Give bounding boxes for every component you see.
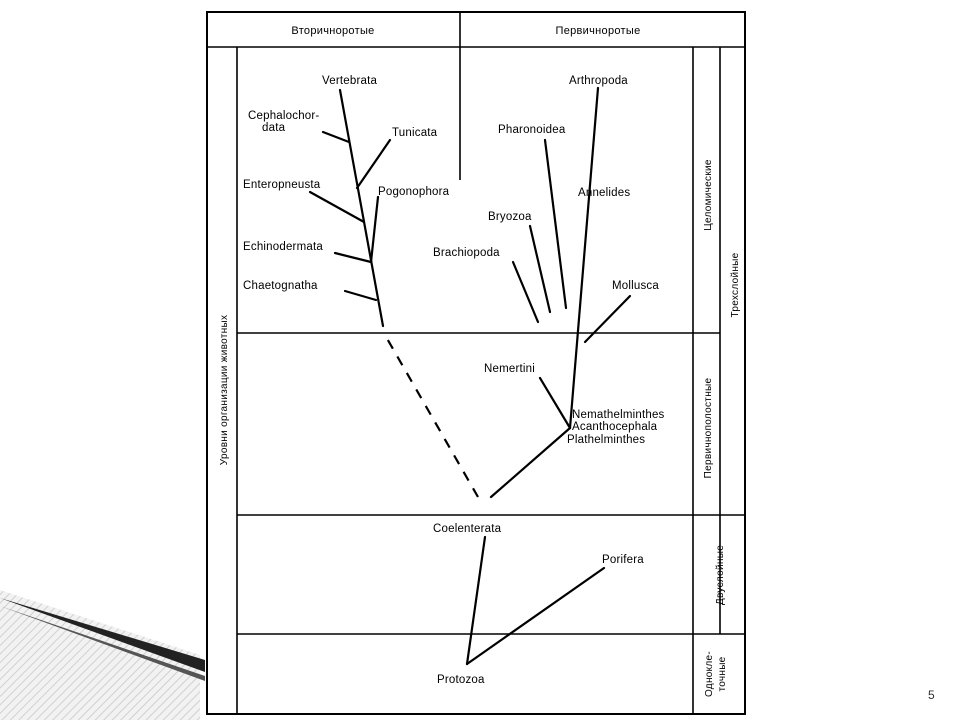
coelomic-label: Целомические [703, 159, 714, 231]
taxon-brachiopoda: Brachiopoda [433, 247, 500, 259]
taxon-plathelminthes: Plathelminthes [567, 434, 645, 446]
taxon-nemertini: Nemertini [484, 363, 535, 375]
nemertini-branch [538, 376, 572, 430]
taxon-nemathelminthes: Nemathelminthes [572, 409, 665, 421]
chaetognatha-branch [343, 289, 378, 302]
hatched-swoosh-shape [0, 590, 200, 720]
taxon-arthropoda: Arthropoda [569, 75, 628, 87]
bryozoa-branch [528, 224, 552, 314]
taxon-acanthocephala: Acanthocephala [572, 421, 658, 433]
taxon-protozoa: Protozoa [437, 674, 485, 686]
unicellular-label-line1: Однокле- [704, 651, 715, 697]
unicellular-label-line2: точные [717, 656, 728, 691]
taxon-cephalochordata-2: data [262, 122, 286, 134]
thin-swoosh-stripe [0, 606, 205, 681]
protozoa-coelenterata-branch [465, 535, 487, 666]
taxon-porifera: Porifera [602, 554, 644, 566]
mollusca-branch [583, 294, 632, 344]
taxon-coelenterata: Coelenterata [433, 523, 502, 535]
triploblastic-label: Трехслойные [730, 252, 741, 317]
taxon-vertebrata: Vertebrata [322, 75, 377, 87]
diagram-frame [206, 11, 746, 715]
protostome-base-branch [489, 426, 572, 499]
enteropneusta-branch [308, 190, 366, 224]
cephalochordata-branch [321, 130, 351, 144]
deuterostomia-header: Вторичноротые [291, 25, 374, 37]
protozoa-porifera-branch [465, 566, 606, 666]
taxon-phoronoidea: Pharonoidea [498, 124, 566, 136]
taxon-tunicata: Tunicata [392, 127, 438, 139]
taxon-pogonophora: Pogonophora [378, 186, 450, 198]
deuterostome-dashed-link [384, 334, 479, 498]
dark-swoosh-stripe [0, 598, 205, 672]
taxon-echinodermata: Echinodermata [243, 241, 323, 253]
pseudocoel-label: Первичнополостные [703, 378, 714, 479]
echinodermata-branch [333, 251, 373, 264]
taxon-enteropneusta: Enteropneusta [243, 179, 321, 191]
brachiopoda-branch [511, 260, 540, 324]
axis-label: Уровни организации животных [219, 315, 230, 465]
page-number: 5 [928, 688, 935, 702]
taxon-cephalochordata-1: Cephalochor- [248, 110, 319, 122]
pogonophora-branch [369, 195, 380, 264]
taxon-annelides: Annelides [578, 187, 630, 199]
taxon-bryozoa: Bryozoa [488, 211, 532, 223]
deuterostome-trunk [338, 88, 385, 328]
protostomia-header: Первичноротые [555, 25, 640, 37]
diploblastic-label: Двуслойные [715, 545, 726, 605]
phoronoidea-branch [543, 138, 568, 310]
tunicata-branch [355, 138, 392, 190]
taxon-mollusca: Mollusca [612, 280, 659, 292]
protostome-trunk [568, 86, 600, 430]
taxon-chaetognatha: Chaetognatha [243, 280, 318, 292]
